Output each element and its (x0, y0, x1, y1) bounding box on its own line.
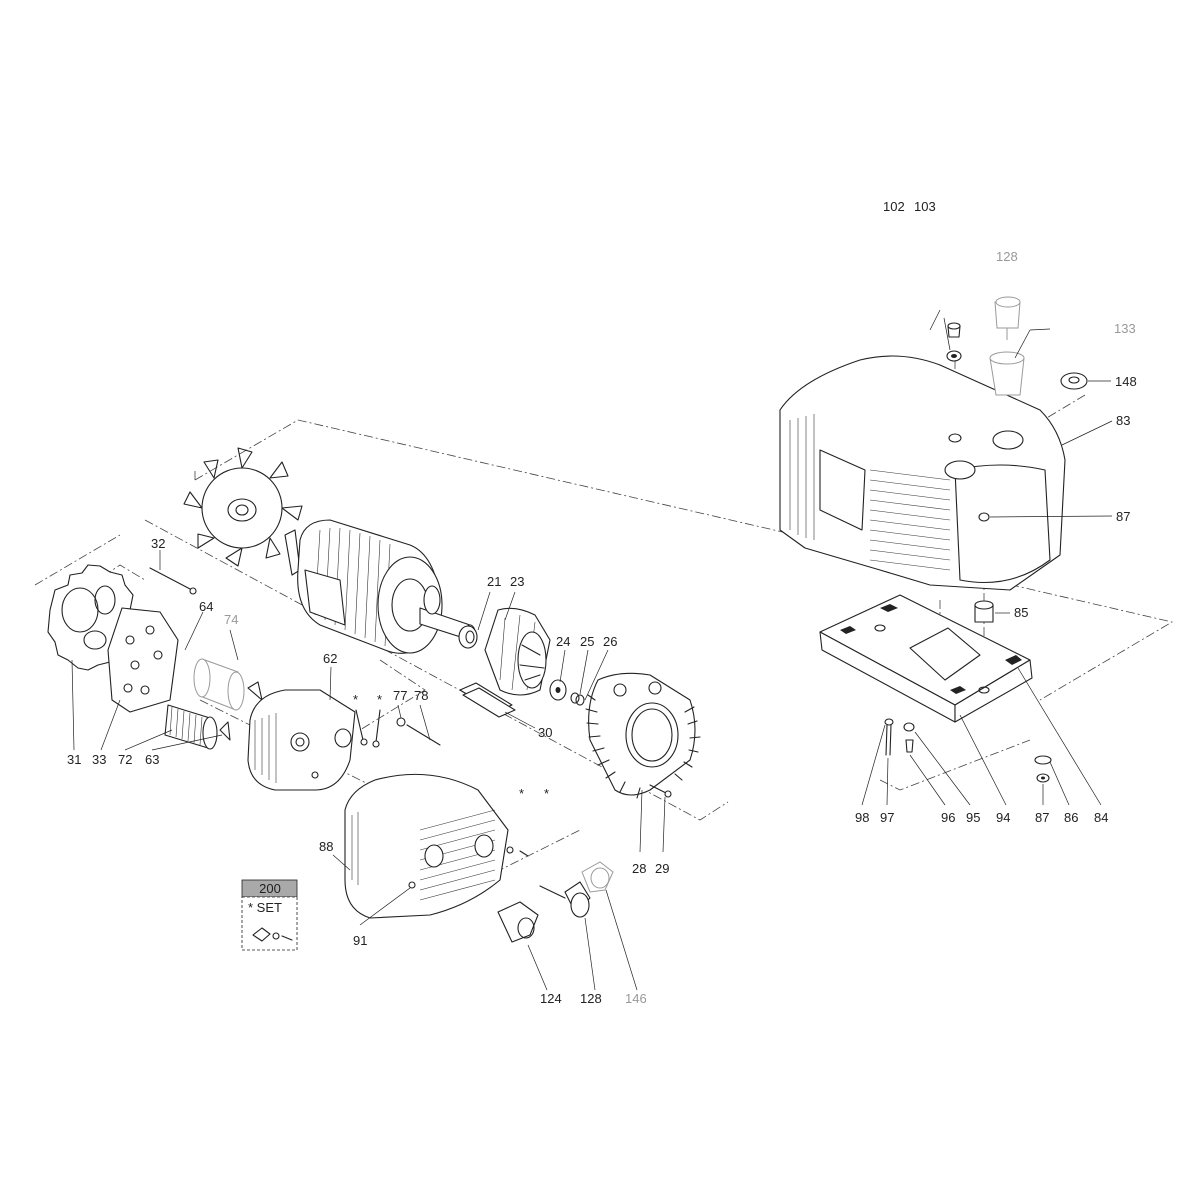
callout-star-2: * (377, 692, 382, 707)
callout-64: 64 (199, 599, 213, 614)
cover-88 (344, 773, 509, 919)
valve-128-top (994, 296, 1021, 340)
callout-94: 94 (996, 810, 1010, 825)
callout-103: 103 (914, 199, 936, 214)
callout-star-1: * (353, 692, 358, 707)
callout-98: 98 (855, 810, 869, 825)
washer-102 (946, 350, 962, 362)
hood-83 (779, 355, 1066, 591)
impeller-23 (484, 607, 551, 696)
callout-85: 85 (1014, 605, 1028, 620)
bolt-97-98 (884, 718, 894, 756)
adapter-133 (989, 351, 1025, 396)
clip-63 (219, 721, 231, 741)
callout-33: 33 (92, 752, 106, 767)
rod-32 (149, 567, 197, 595)
leader-lines (71, 309, 1113, 991)
filter-74 (193, 658, 245, 711)
callout-87-top: 87 (1116, 509, 1130, 524)
callout-72: 72 (118, 752, 132, 767)
callout-91: 91 (353, 933, 367, 948)
callout-74: 74 (224, 612, 238, 627)
valve-146 (581, 861, 614, 893)
vanes-30 (459, 682, 516, 718)
callout-102: 102 (883, 199, 905, 214)
callout-88: 88 (319, 839, 333, 854)
callout-30: 30 (538, 725, 552, 740)
callout-24: 24 (556, 634, 570, 649)
connector-124 (497, 901, 539, 943)
callout-83: 83 (1116, 413, 1130, 428)
plug-103 (947, 322, 961, 338)
callout-23: 23 (510, 574, 524, 589)
set-label: * SET (248, 900, 282, 915)
callout-78: 78 (414, 688, 428, 703)
callout-31: 31 (67, 752, 81, 767)
fan-wheel (183, 447, 303, 567)
callout-29: 29 (655, 861, 669, 876)
callout-32: 32 (151, 536, 165, 551)
callout-28: 28 (632, 861, 646, 876)
star-screws (355, 709, 529, 857)
callout-95: 95 (966, 810, 980, 825)
electric-motor (284, 519, 476, 654)
base-plate-84 (819, 594, 1033, 723)
callout-86: 86 (1064, 810, 1078, 825)
filter-72 (164, 704, 218, 750)
washer-24 (549, 679, 567, 701)
callout-star-3: * (519, 786, 524, 801)
valve-128-front (539, 881, 591, 918)
callout-148: 148 (1115, 374, 1137, 389)
housing-62 (247, 689, 356, 791)
callout-96: 96 (941, 810, 955, 825)
callout-labels: 32 21 23 64 74 24 25 26 62 * * 77 78 30 … (67, 199, 1137, 1006)
cylinder-28 (585, 672, 701, 799)
callout-62: 62 (323, 651, 337, 666)
screw-77 (396, 717, 406, 727)
clip-64 (247, 681, 263, 701)
callout-128-front: 128 (580, 991, 602, 1006)
set-box-200: 200 * SET (241, 879, 298, 951)
callout-25: 25 (580, 634, 594, 649)
callout-97: 97 (880, 810, 894, 825)
set-number: 200 (259, 881, 281, 896)
bushing-21 (458, 625, 478, 649)
callout-124: 124 (540, 991, 562, 1006)
foot-85 (974, 600, 994, 623)
nut-95-96 (903, 722, 915, 753)
gasket-33 (107, 607, 179, 713)
washers-86-87 (1034, 755, 1052, 783)
callout-63: 63 (145, 752, 159, 767)
callout-128-top: 128 (996, 249, 1018, 264)
callout-26: 26 (603, 634, 617, 649)
callout-133: 133 (1114, 321, 1136, 336)
callout-21: 21 (487, 574, 501, 589)
callout-84: 84 (1094, 810, 1108, 825)
callout-77: 77 (393, 688, 407, 703)
callout-star-4: * (544, 786, 549, 801)
callout-146: 146 (625, 991, 647, 1006)
grommet-148 (1060, 372, 1088, 390)
screw-29 (649, 784, 672, 798)
rod-78 (406, 724, 441, 746)
spring-25 (570, 692, 585, 706)
callout-87-bottom: 87 (1035, 810, 1049, 825)
